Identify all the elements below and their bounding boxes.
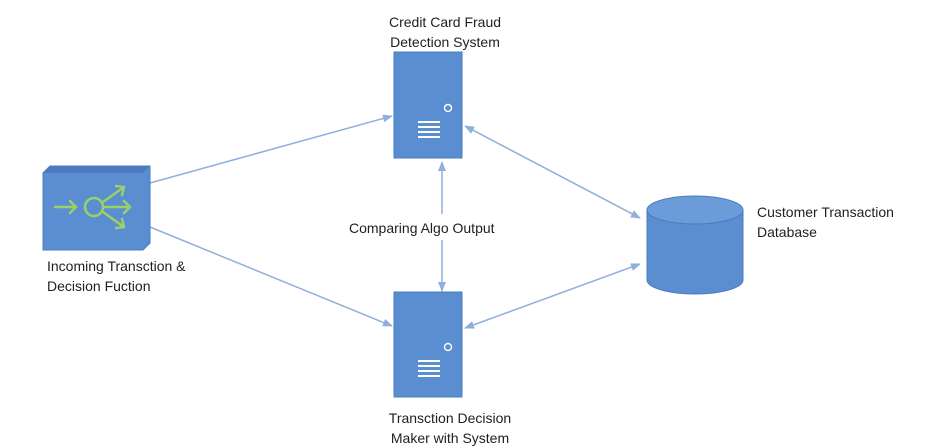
connector-decision-maker-to-database xyxy=(464,263,641,329)
connector-fraud-system-to-database xyxy=(464,125,641,219)
decision-maker-label: Transction Decision Maker with System xyxy=(355,408,545,448)
database-label-line1: Customer Transaction xyxy=(757,204,894,220)
fraud-detection-system-label-line1: Credit Card Fraud xyxy=(388,14,502,30)
incoming-transaction-label: Incoming Transction & Decision Fuction xyxy=(47,256,186,296)
fraud-detection-system-label: Credit Card Fraud Detection System xyxy=(360,12,530,52)
database-label: Customer Transaction Database xyxy=(757,202,894,242)
server-icon-decision-maker xyxy=(393,291,463,398)
connector-incoming-to-decision-maker xyxy=(149,226,393,327)
comparing-algo-output-label: Comparing Algo Output xyxy=(349,220,495,236)
database-icon xyxy=(646,195,744,295)
incoming-transaction-label-line1: Incoming Transction & xyxy=(47,258,186,274)
fraud-detection-system-label-line2: Detection System xyxy=(390,34,500,50)
decision-maker-label-line1: Transction Decision xyxy=(388,410,512,426)
incoming-transaction-label-line2: Decision Fuction xyxy=(47,278,151,294)
decision-maker-label-line2: Maker with System xyxy=(390,430,510,446)
server-icon-fraud-detection xyxy=(393,51,463,159)
edge-label-backdrop xyxy=(346,214,516,240)
database-label-line2: Database xyxy=(757,224,817,240)
router-icon-incoming xyxy=(42,165,151,251)
connectors xyxy=(149,114,641,329)
connector-incoming-to-fraud-system xyxy=(149,114,393,184)
